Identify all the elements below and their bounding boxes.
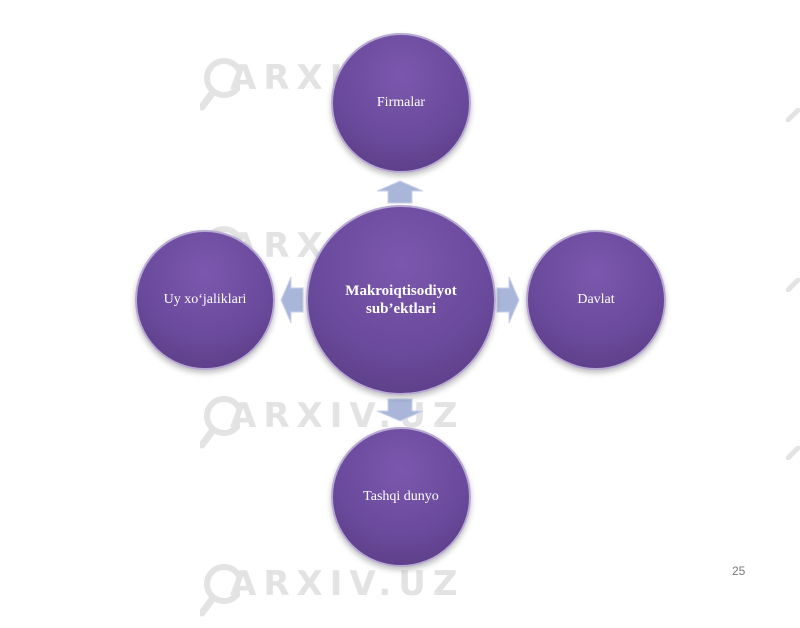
magnifier-icon (786, 278, 800, 292)
node-top: Firmalar (331, 33, 471, 173)
watermark: ARXIV.UZ (200, 558, 457, 617)
page-number: 25 (732, 564, 746, 578)
arrow-left-icon (280, 276, 304, 324)
node-bottom-label: Tashqi dunyo (363, 488, 439, 504)
arrow-down-icon (376, 398, 424, 422)
magnifier-icon (200, 396, 240, 449)
center-node-label: Makroiqtisodiyot sub’ektlari (345, 283, 457, 317)
node-top-label: Firmalar (376, 94, 426, 110)
node-left: Uy xo‘jaliklari (135, 230, 275, 370)
node-bottom: Tashqi dunyo (331, 427, 471, 567)
watermark-text: ARXIV.UZ (230, 564, 465, 604)
magnifier-icon (200, 58, 240, 111)
arrow-up-icon (376, 180, 424, 204)
magnifier-icon (786, 446, 800, 460)
arrow-right-icon (496, 276, 520, 324)
node-right: Davlat (526, 230, 666, 370)
center-node: Makroiqtisodiyot sub’ektlari (306, 205, 496, 395)
slide: ARXIV.UZ ARXIV.UZ ARXIV.UZ ARXIV.UZ (135, 33, 800, 617)
watermark-text: ARXIV.UZ (230, 396, 465, 436)
magnifier-icon (786, 108, 800, 122)
node-left-label: Uy xo‘jaliklari (163, 291, 247, 307)
node-right-label: Davlat (577, 291, 615, 307)
